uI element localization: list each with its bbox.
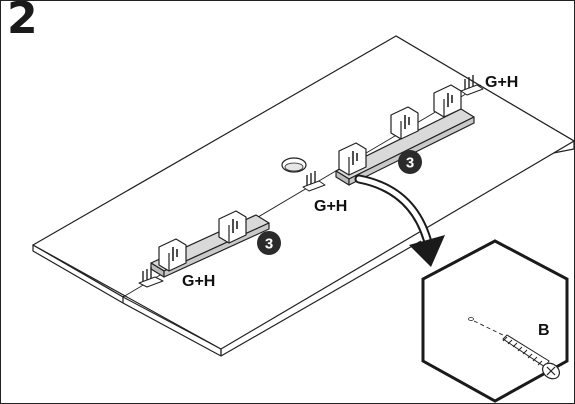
pilot-hole	[468, 317, 474, 321]
label-gh-left: G+H	[182, 273, 215, 290]
rail-left	[150, 210, 270, 278]
rail-badge-left: 3	[257, 231, 281, 255]
label-gh-middle: G+H	[314, 198, 347, 215]
rail-badge-right-text: 3	[406, 155, 414, 172]
detail-hexagon: B	[421, 239, 569, 403]
step-number: 2	[7, 0, 38, 44]
label-gh-right: G+H	[485, 74, 518, 91]
callout-arrow	[354, 174, 445, 267]
rail-badge-right: 3	[398, 150, 422, 174]
hardware-cluster-right	[460, 75, 484, 96]
screw-b	[502, 334, 560, 380]
detail-part-label: B	[538, 322, 550, 339]
insert-direction-line	[473, 320, 508, 338]
hardware-cluster-left	[138, 267, 164, 288]
hardware-cluster-middle	[302, 171, 326, 192]
rail-badge-left-text: 3	[265, 236, 273, 253]
